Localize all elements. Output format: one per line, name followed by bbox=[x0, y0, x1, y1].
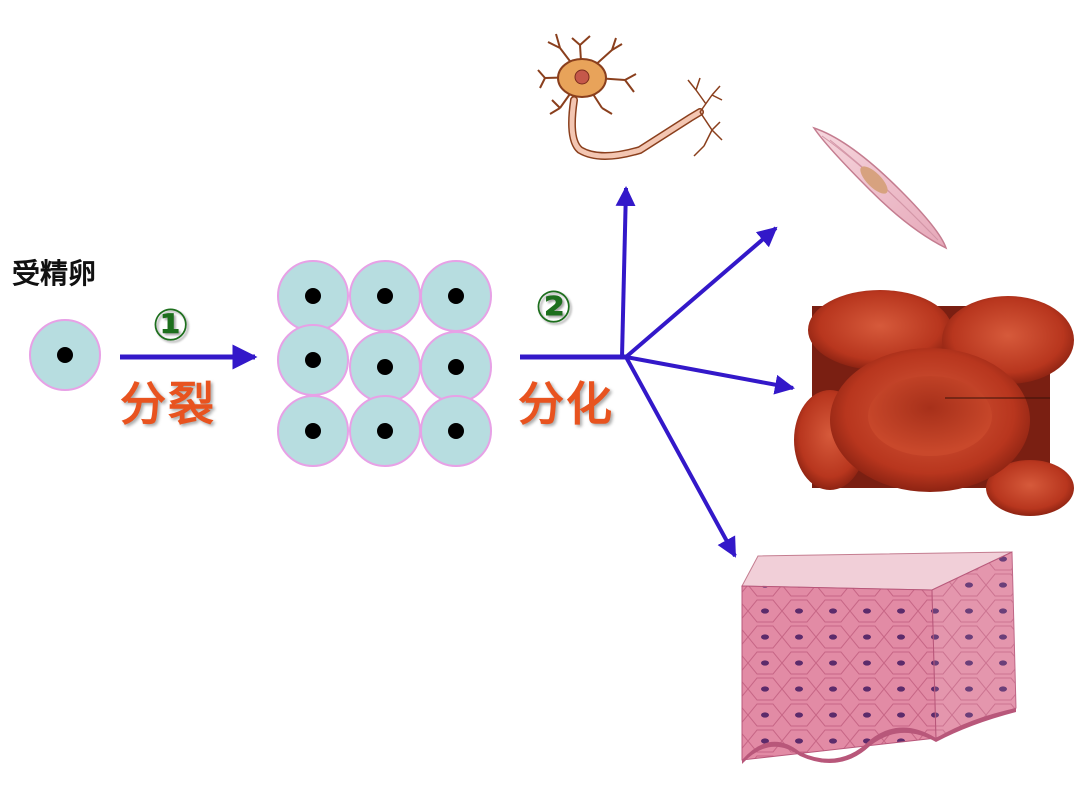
arrow-to-red-blood-cell bbox=[625, 355, 795, 395]
red-blood-cell-image bbox=[794, 290, 1074, 516]
divided-cell bbox=[420, 395, 492, 467]
epithelial-tissue-image bbox=[741, 551, 1017, 764]
divided-cell bbox=[277, 260, 349, 332]
zygote-nucleus bbox=[57, 347, 73, 363]
step-two-label: ② bbox=[535, 282, 573, 333]
step-one-label: ① bbox=[152, 300, 190, 351]
divided-cell bbox=[277, 324, 349, 396]
divided-cell bbox=[349, 331, 421, 403]
divided-cells-grid bbox=[277, 260, 492, 467]
smooth-muscle-cell-image bbox=[812, 126, 948, 250]
divided-cell bbox=[420, 331, 492, 403]
differentiation-arrows bbox=[520, 186, 795, 558]
arrow-to-neuron bbox=[615, 186, 636, 358]
divided-cell bbox=[349, 395, 421, 467]
divided-cell bbox=[277, 395, 349, 467]
divided-cell bbox=[420, 260, 492, 332]
zygote-label: 受精卵 bbox=[12, 257, 97, 290]
neuron-image bbox=[537, 33, 723, 160]
differentiation-label: 分化 bbox=[518, 377, 614, 431]
division-label: 分裂 bbox=[120, 377, 216, 431]
divided-cell bbox=[349, 260, 421, 332]
arrow-to-muscle-cell bbox=[624, 226, 778, 359]
zygote-cell bbox=[29, 319, 101, 391]
arrow-to-epithelium bbox=[624, 356, 737, 558]
